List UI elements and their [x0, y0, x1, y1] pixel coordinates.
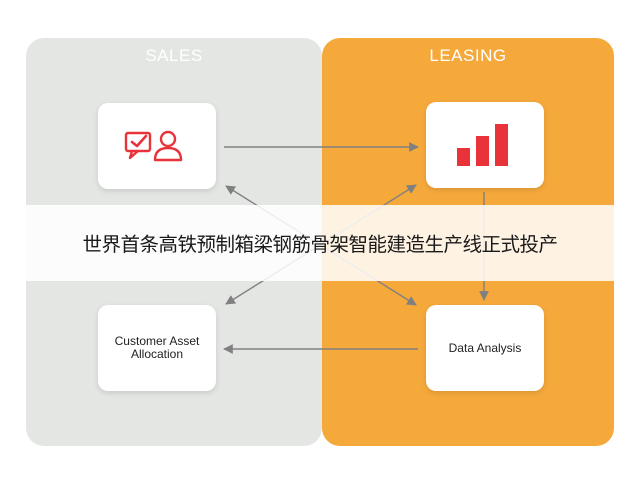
data-analysis-card: Data Analysis	[426, 305, 544, 391]
leasing-panel-title: LEASING	[429, 46, 507, 65]
chart-card	[426, 102, 544, 188]
customer-asset-allocation-card: Customer Asset Allocation	[98, 305, 216, 391]
customer-check-icon	[124, 130, 183, 162]
data-analysis-label: Data Analysis	[448, 340, 522, 355]
sales-panel-title: SALES	[145, 46, 203, 65]
customer-card	[98, 103, 216, 189]
customer-asset-allocation-label: Customer Asset Allocation	[114, 334, 200, 361]
caption-text: 世界首条高铁预制箱梁钢筋骨架智能建造生产线正式投产	[82, 233, 558, 256]
bar-chart-icon	[457, 124, 508, 166]
caption-banner	[0, 205, 640, 281]
